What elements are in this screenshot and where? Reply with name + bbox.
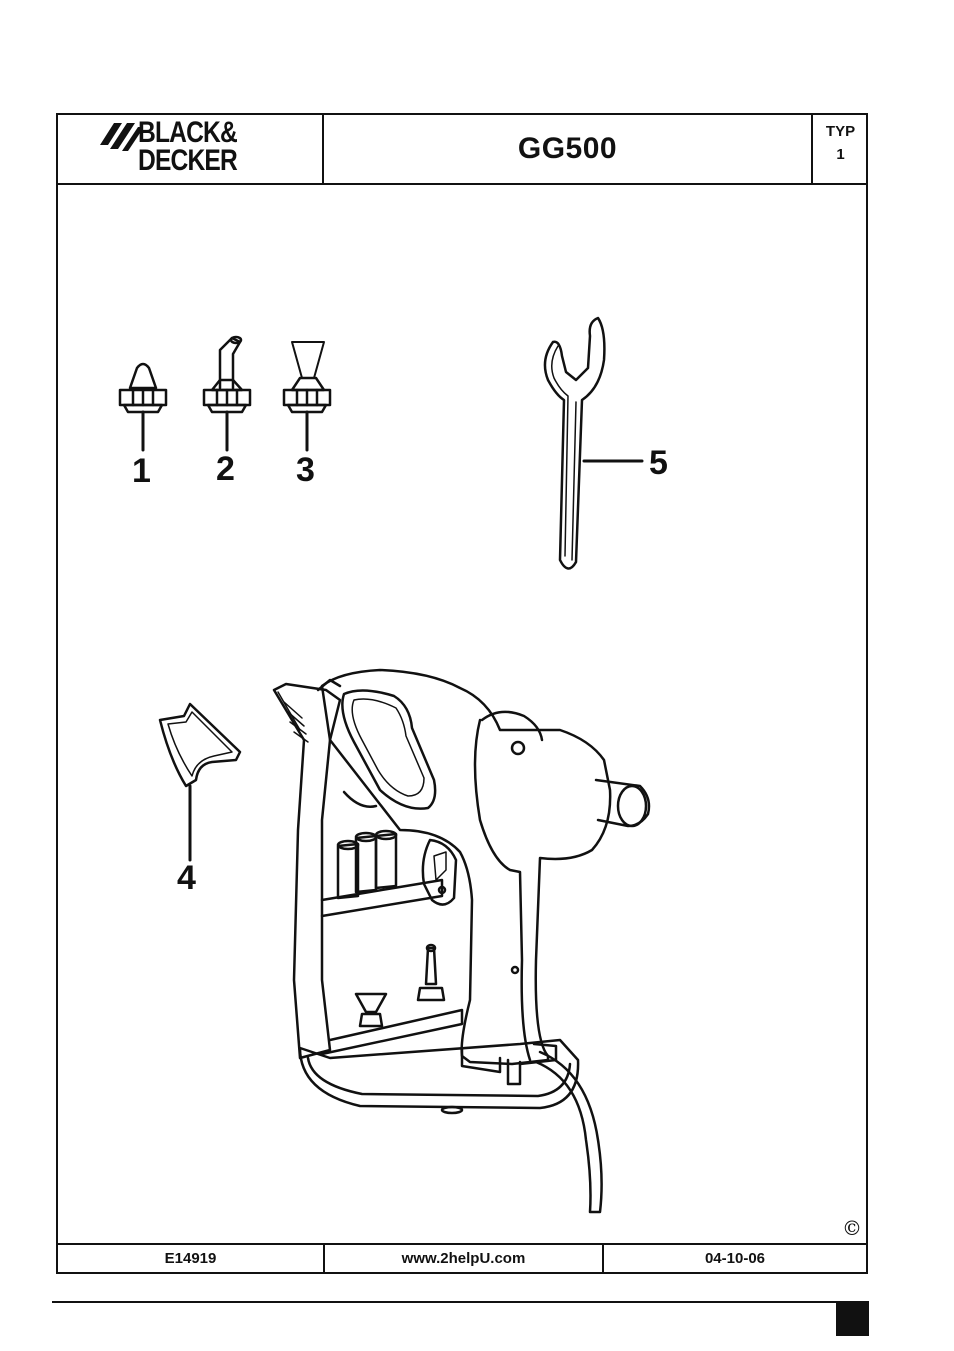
flat-nozzle-icon [284, 342, 330, 450]
bottom-rule [52, 1301, 868, 1303]
part-label-2: 2 [216, 450, 235, 488]
part-label-4: 4 [177, 859, 196, 897]
part-label-5: 5 [649, 444, 668, 482]
wire-stand-icon [160, 704, 240, 860]
part-label-3: 3 [296, 451, 315, 489]
part-label-1: 1 [132, 452, 151, 490]
glue-gun-icon [274, 670, 649, 1212]
angled-nozzle-icon [204, 337, 250, 450]
spanner-icon [545, 318, 642, 569]
page-tab-marker [836, 1301, 869, 1336]
cone-nozzle-icon [120, 364, 166, 450]
